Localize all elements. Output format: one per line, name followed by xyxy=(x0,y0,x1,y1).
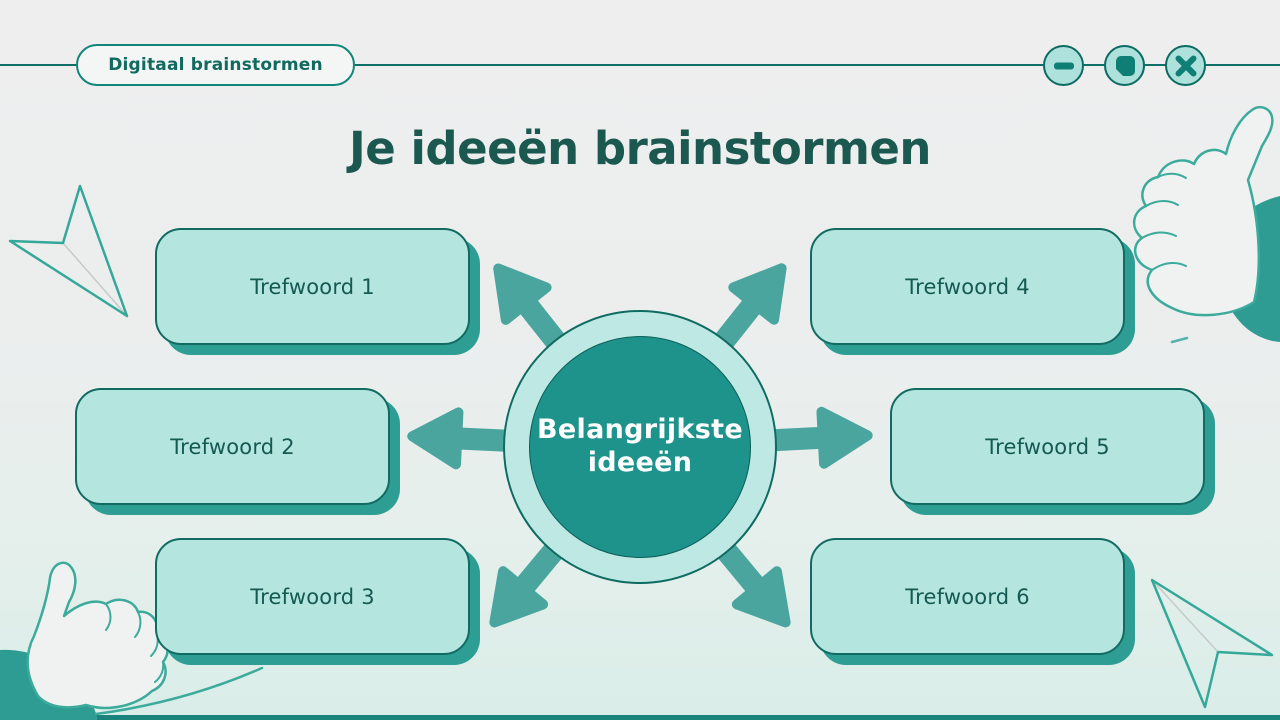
node-trefwoord-2[interactable]: Trefwoord 2 xyxy=(75,388,390,505)
accent-dash xyxy=(1170,336,1189,344)
minimize-icon xyxy=(1053,62,1074,69)
center-label-line1: Belangrijkste xyxy=(537,414,743,446)
fist-hand-illustration xyxy=(0,561,264,720)
node-label: Trefwoord 5 xyxy=(985,434,1110,459)
node-trefwoord-5[interactable]: Trefwoord 5 xyxy=(890,388,1205,505)
node-label: Trefwoord 1 xyxy=(250,274,375,299)
thumbs-up-hand-illustration xyxy=(1133,105,1280,342)
center-circle: Belangrijkste ideeën xyxy=(529,336,751,558)
node-label: Trefwoord 3 xyxy=(250,584,375,609)
header-line xyxy=(0,64,1280,66)
paper-plane-bottom-right-illustration xyxy=(1150,578,1274,709)
node-label: Trefwoord 6 xyxy=(905,584,1030,609)
maximize-icon xyxy=(1115,55,1135,76)
minimize-button[interactable] xyxy=(1043,45,1084,86)
node-trefwoord-4[interactable]: Trefwoord 4 xyxy=(810,228,1125,345)
page-title: Je ideeën brainstormen xyxy=(349,122,931,175)
close-button[interactable] xyxy=(1165,45,1206,86)
node-trefwoord-1[interactable]: Trefwoord 1 xyxy=(155,228,470,345)
node-label: Trefwoord 2 xyxy=(170,434,295,459)
center-hub[interactable]: Belangrijkste ideeën xyxy=(503,310,777,584)
center-label-line2: ideeën xyxy=(587,447,693,478)
node-trefwoord-3[interactable]: Trefwoord 3 xyxy=(155,538,470,655)
close-icon xyxy=(1175,55,1196,76)
tab-label: Digitaal brainstormen xyxy=(108,55,323,75)
maximize-button[interactable] xyxy=(1104,45,1145,86)
slide-tab[interactable]: Digitaal brainstormen xyxy=(76,44,355,86)
paper-plane-top-left-illustration xyxy=(8,184,129,318)
node-label: Trefwoord 4 xyxy=(905,274,1030,299)
node-trefwoord-6[interactable]: Trefwoord 6 xyxy=(810,538,1125,655)
bottom-bar xyxy=(0,715,1280,720)
window-controls xyxy=(1043,45,1206,86)
